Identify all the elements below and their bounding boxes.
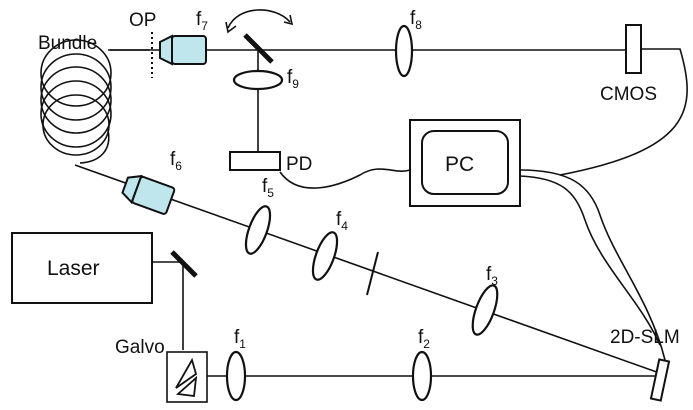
lens-label-f6: f6 [170,149,182,173]
lens-f3 [471,284,499,336]
lens-label-f7: f7 [196,9,208,33]
lens-label-f9: f9 [287,67,299,91]
lens-label-f8: f8 [410,8,422,32]
cmos-label: CMOS [600,84,657,105]
lens-f2 [411,350,433,402]
photodetector [229,151,281,171]
laser-label: Laser [47,257,100,280]
lens-label-f2: f2 [418,327,430,351]
objective-lens-icon [159,34,207,66]
cmos-camera [625,24,642,74]
slm-device [649,358,671,402]
pc-slm-cable [519,169,666,361]
bundle-label: Bundle [38,33,97,54]
pc-label: PC [445,153,474,176]
pc-screen [421,130,509,195]
rotation-arrow-icon [227,9,291,29]
lens-f9 [232,69,284,91]
beam-diagonal [74,164,666,376]
fiber-bundle-icon [40,39,150,164]
galvo-label: Galvo [115,337,165,358]
scan-mirror-icon [243,33,274,64]
laser-source [11,232,153,304]
lens-f5 [244,205,272,255]
op-label: OP [129,10,156,31]
lens-label-f3: f3 [486,264,498,288]
galvo-scanner-icon [166,351,208,403]
lens-f4 [311,231,339,281]
lens-label-f5: f5 [262,176,274,200]
cmos-cable [559,48,688,176]
lens-f8 [394,24,414,78]
pd-label: PD [286,154,312,175]
laser-mirror-icon [170,250,198,278]
pd-cable [279,168,411,189]
lens-label-f4: f4 [336,209,348,233]
labels: OP Bundle Laser Galvo PD PC CMOS 2D-SLM … [38,8,680,358]
lens-label-f1: f1 [234,327,246,351]
objective-lens-icon [121,174,176,215]
slm-label: 2D-SLM [610,327,680,348]
iris-marker [366,251,379,296]
lens-f1 [225,350,247,402]
